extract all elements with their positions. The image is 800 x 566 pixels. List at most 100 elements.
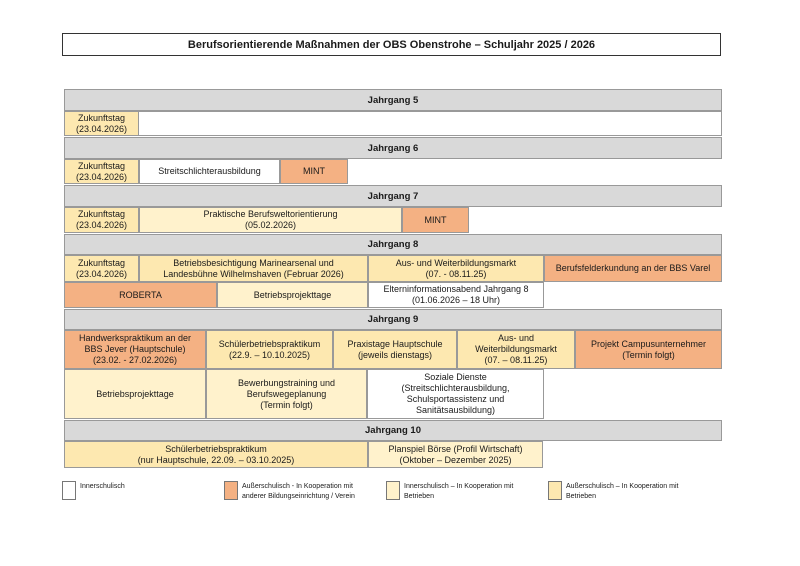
j7-praktische-line1: Praktische Berufsweltorientierung [203,209,338,219]
j10-schuelerbetriebspraktikum: Schülerbetriebspraktikum (nur Hauptschul… [64,441,368,468]
j9-handwerkspraktikum: Handwerkspraktikum an der BBS Jever (Hau… [64,330,206,369]
j9-campusunternehmer: Projekt Campusunternehmer (Termin folgt) [575,330,722,369]
j8-weiterbildungsmarkt: Aus- und Weiterbildungsmarkt (07. - 08.1… [368,255,544,282]
j7-praktische-line2: (05.02.2026) [244,220,297,230]
j8-eltern-line2: (01.06.2026 – 18 Uhr) [411,295,501,305]
j7-zukunftstag: Zukunftstag (23.04.2026) [64,207,139,233]
j9-markt-line3: (07. – 08.11.25) [484,355,548,365]
j9-soziale-dienste: Soziale Dienste (Streitschlichterausbild… [367,369,544,419]
legend-swatch-ausserschulisch-bildung [224,481,238,500]
jahrgang-8-header: Jahrgang 8 [64,234,722,255]
j9-handwerk-line2: BBS Jever (Hauptschule) [84,344,186,354]
j10-planspiel-boerse: Planspiel Börse (Profil Wirtschaft) (Okt… [368,441,543,468]
j8-markt-line2: (07. - 08.11.25) [425,268,487,279]
j10-schueler-line1: Schülerbetriebspraktikum [165,443,267,454]
legend-innerschulisch-betriebe: Innerschulisch – In Kooperation mit Betr… [404,482,513,502]
jahrgang-8-label: Jahrgang 8 [367,239,419,250]
legend-ausserschulisch-bildung-line2: anderer Bildungseinrichtung / Verein [242,493,355,500]
j9-praxistage: Praxistage Hauptschule (jeweils dienstag… [333,330,457,369]
j9-schueler-line1: Schülerbetriebspraktikum [218,338,321,349]
j9-soziale-line3: Schulsportassistenz und [406,394,505,404]
j8-zukunftstag-line2: (23.04.2026) [75,268,128,279]
j8-betriebsbesichtigung: Betriebsbesichtigung Marinearsenal und L… [139,255,368,282]
j9-campus-line2: (Termin folgt) [622,349,675,360]
j8-besichtigung-line1: Betriebsbesichtigung Marinearsenal und [173,257,334,268]
j9-projekttage-text: Betriebsprojekttage [96,388,174,399]
j5-zukunftstag: Zukunftstag (23.04.2026) [64,111,139,136]
j7-mint: MINT [402,207,469,233]
j8-zukunftstag: Zukunftstag (23.04.2026) [64,255,139,282]
jahrgang-6-header: Jahrgang 6 [64,137,722,159]
j8-felder-text: Berufsfelderkundung an der BBS Varel [555,263,711,273]
j7-mint-text: MINT [424,214,447,225]
j7-praktische-berufsweltorientierung: Praktische Berufsweltorientierung (05.02… [139,207,402,233]
legend-swatch-innerschulisch-betriebe [386,481,400,500]
legend-innerschulisch: Innerschulisch [80,482,125,492]
page-title-text: Berufsorientierende Maßnahmen der OBS Ob… [187,38,596,51]
j9-praxistage-line2: (jeweils dienstags) [357,349,433,360]
j8-berufsfelderkundung: Berufsfelderkundung an der BBS Varel [544,255,722,282]
legend-ausserschulisch-betriebe-line1: Außerschulisch – In Kooperation mit [566,483,679,490]
jahrgang-7-header: Jahrgang 7 [64,185,722,207]
legend-innerschulisch-line1: Innerschulisch [80,483,125,490]
jahrgang-5-label: Jahrgang 5 [367,94,419,106]
page-title: Berufsorientierende Maßnahmen der OBS Ob… [62,33,721,56]
j8-projekttage-text: Betriebsprojekttage [253,289,332,300]
j9-schueler-line2: (22.9. – 10.10.2025) [228,349,311,360]
j9-campus-line1: Projekt Campusunternehmer [590,338,707,349]
j5-zukunftstag-line1: Zukunftstag [77,112,126,123]
j9-bewerbung-line2: Berufswegeplanung [246,388,327,399]
j6-zukunftstag-line1: Zukunftstag [77,160,126,171]
legend-swatch-innerschulisch [62,481,76,500]
j10-schueler-line2: (nur Hauptschule, 22.09. – 03.10.2025) [137,454,295,465]
j9-soziale-line4: Sanitätsausbildung) [415,405,496,415]
j6-zukunftstag: Zukunftstag (23.04.2026) [64,159,139,184]
j9-weiterbildungsmarkt: Aus- und Weiterbildungsmarkt (07. – 08.1… [457,330,575,369]
j9-betriebsprojekttage: Betriebsprojekttage [64,369,206,419]
j8-roberta-text: ROBERTA [119,289,162,300]
j9-soziale-line1: Soziale Dienste [424,372,487,382]
j9-soziale-line2: (Streitschlichterausbildung, [401,383,510,393]
j9-handwerk-line3: (23.02. - 27.02.2026) [92,355,178,365]
jahrgang-10-header: Jahrgang 10 [64,420,722,441]
legend-ausserschulisch-betriebe-line2: Betrieben [566,493,596,500]
legend-ausserschulisch-bildung-line1: Außerschulisch - In Kooperation mit [242,483,353,490]
j10-planspiel-line2: (Oktober – Dezember 2025) [399,454,512,465]
legend-ausserschulisch-betriebe: Außerschulisch – In Kooperation mit Betr… [566,482,678,502]
j8-markt-line1: Aus- und Weiterbildungsmarkt [395,257,517,268]
j9-bewerbungstraining: Bewerbungstraining und Berufswegeplanung… [206,369,367,419]
j9-praxistage-line1: Praxistage Hauptschule [347,338,443,349]
j8-eltern-line1: Elterninformationsabend Jahrgang 8 [383,284,529,294]
jahrgang-9-label: Jahrgang 9 [367,314,419,325]
legend-innerschulisch-betriebe-line1: Innerschulisch – In Kooperation mit [404,483,514,490]
legend-swatch-ausserschulisch-betriebe [548,481,562,500]
j5-empty [139,111,722,136]
jahrgang-7-label: Jahrgang 7 [367,190,419,202]
j8-besichtigung-line2: Landesbühne Wilhelmshaven (Februar 2026) [163,268,344,279]
j8-zukunftstag-line1: Zukunftstag [77,257,126,268]
j7-zukunftstag-line1: Zukunftstag [77,209,126,219]
j9-markt-line1: Aus- und [497,333,535,343]
j9-schuelerbetriebspraktikum: Schülerbetriebspraktikum (22.9. – 10.10.… [206,330,333,369]
j9-markt-line2: Weiterbildungsmarkt [475,344,557,354]
j6-mint: MINT [280,159,348,184]
j8-betriebsprojekttage: Betriebsprojekttage [217,282,368,308]
j5-zukunftstag-line2: (23.04.2026) [75,123,128,134]
jahrgang-5-header: Jahrgang 5 [64,89,722,111]
j6-streitschlichter: Streitschlichterausbildung [139,159,280,184]
j7-zukunftstag-line2: (23.04.2026) [75,220,128,230]
j10-planspiel-line1: Planspiel Börse (Profil Wirtschaft) [388,443,523,454]
j9-handwerk-line1: Handwerkspraktikum an der [78,333,192,343]
j8-elterninformationsabend: Elterninformationsabend Jahrgang 8 (01.0… [368,282,544,308]
j8-roberta: ROBERTA [64,282,217,308]
legend-ausserschulisch-bildung: Außerschulisch - In Kooperation mit ande… [242,482,355,502]
jahrgang-9-header: Jahrgang 9 [64,309,722,330]
j9-bewerbung-line1: Bewerbungstraining und [237,377,336,388]
jahrgang-6-label: Jahrgang 6 [367,142,419,154]
j6-mint-text: MINT [303,166,325,176]
legend-innerschulisch-betriebe-line2: Betrieben [404,493,434,500]
jahrgang-10-label: Jahrgang 10 [365,425,421,436]
j6-streitschlichter-text: Streitschlichterausbildung [158,166,261,176]
j6-zukunftstag-line2: (23.04.2026) [75,171,128,182]
j9-bewerbung-line3: (Termin folgt) [260,399,313,410]
